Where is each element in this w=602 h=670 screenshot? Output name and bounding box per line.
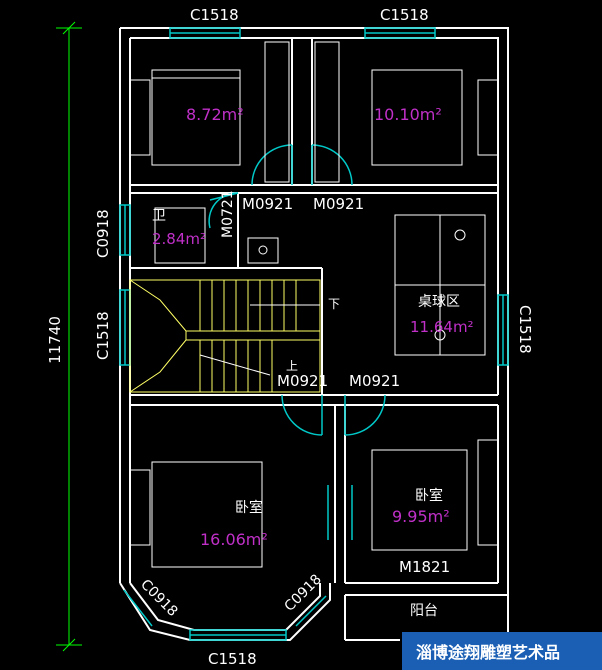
table-area-name: 桌球区 (418, 294, 460, 310)
dimension-line (56, 21, 82, 652)
door-swings (208, 144, 386, 540)
bedroom-bl-area: 16.06m² (200, 530, 268, 549)
window-label-bottom: C1518 (208, 650, 257, 668)
balcony-name: 阳台 (410, 603, 438, 619)
bedroom-bl-name: 卧室 (235, 499, 263, 516)
furniture (129, 41, 499, 568)
bedroom-br-area: 9.95m² (392, 507, 450, 526)
window-label-bay-right: C0918 (282, 571, 325, 614)
door-label-5: M0921 (349, 372, 400, 390)
window-marks (119, 27, 509, 641)
window-label-right-mid: C1518 (516, 305, 534, 354)
table-area-area: 11.64m² (410, 318, 474, 336)
door-label-3: M0721 (220, 190, 236, 238)
watermark-text: 淄博途翔雕塑艺术品 (416, 643, 560, 662)
bedroom-tl-area: 8.72m² (186, 105, 244, 124)
window-label-left-stair: C1518 (94, 311, 112, 360)
bath-name: 卫 (152, 208, 166, 224)
bath-area: 2.84m² (152, 230, 206, 248)
door-label-4: M0921 (277, 372, 328, 390)
window-label-bay-left: C0918 (137, 577, 180, 620)
stair-up-label: 上 (286, 359, 298, 373)
bedroom-tr-area: 10.10m² (374, 105, 442, 124)
stair-down-label: 下 (328, 297, 340, 311)
watermark-box (402, 632, 602, 670)
bedroom-br-name: 卧室 (415, 487, 443, 504)
window-label-top-left: C1518 (190, 6, 239, 24)
door-label-6: M1821 (399, 558, 450, 576)
dimension-label: 11740 (46, 316, 64, 364)
window-label-left-mid: C0918 (94, 209, 112, 258)
walls (119, 27, 509, 641)
stairs (129, 279, 321, 393)
door-label-1: M0921 (242, 195, 293, 213)
window-label-top-right: C1518 (380, 6, 429, 24)
door-label-2: M0921 (313, 195, 364, 213)
